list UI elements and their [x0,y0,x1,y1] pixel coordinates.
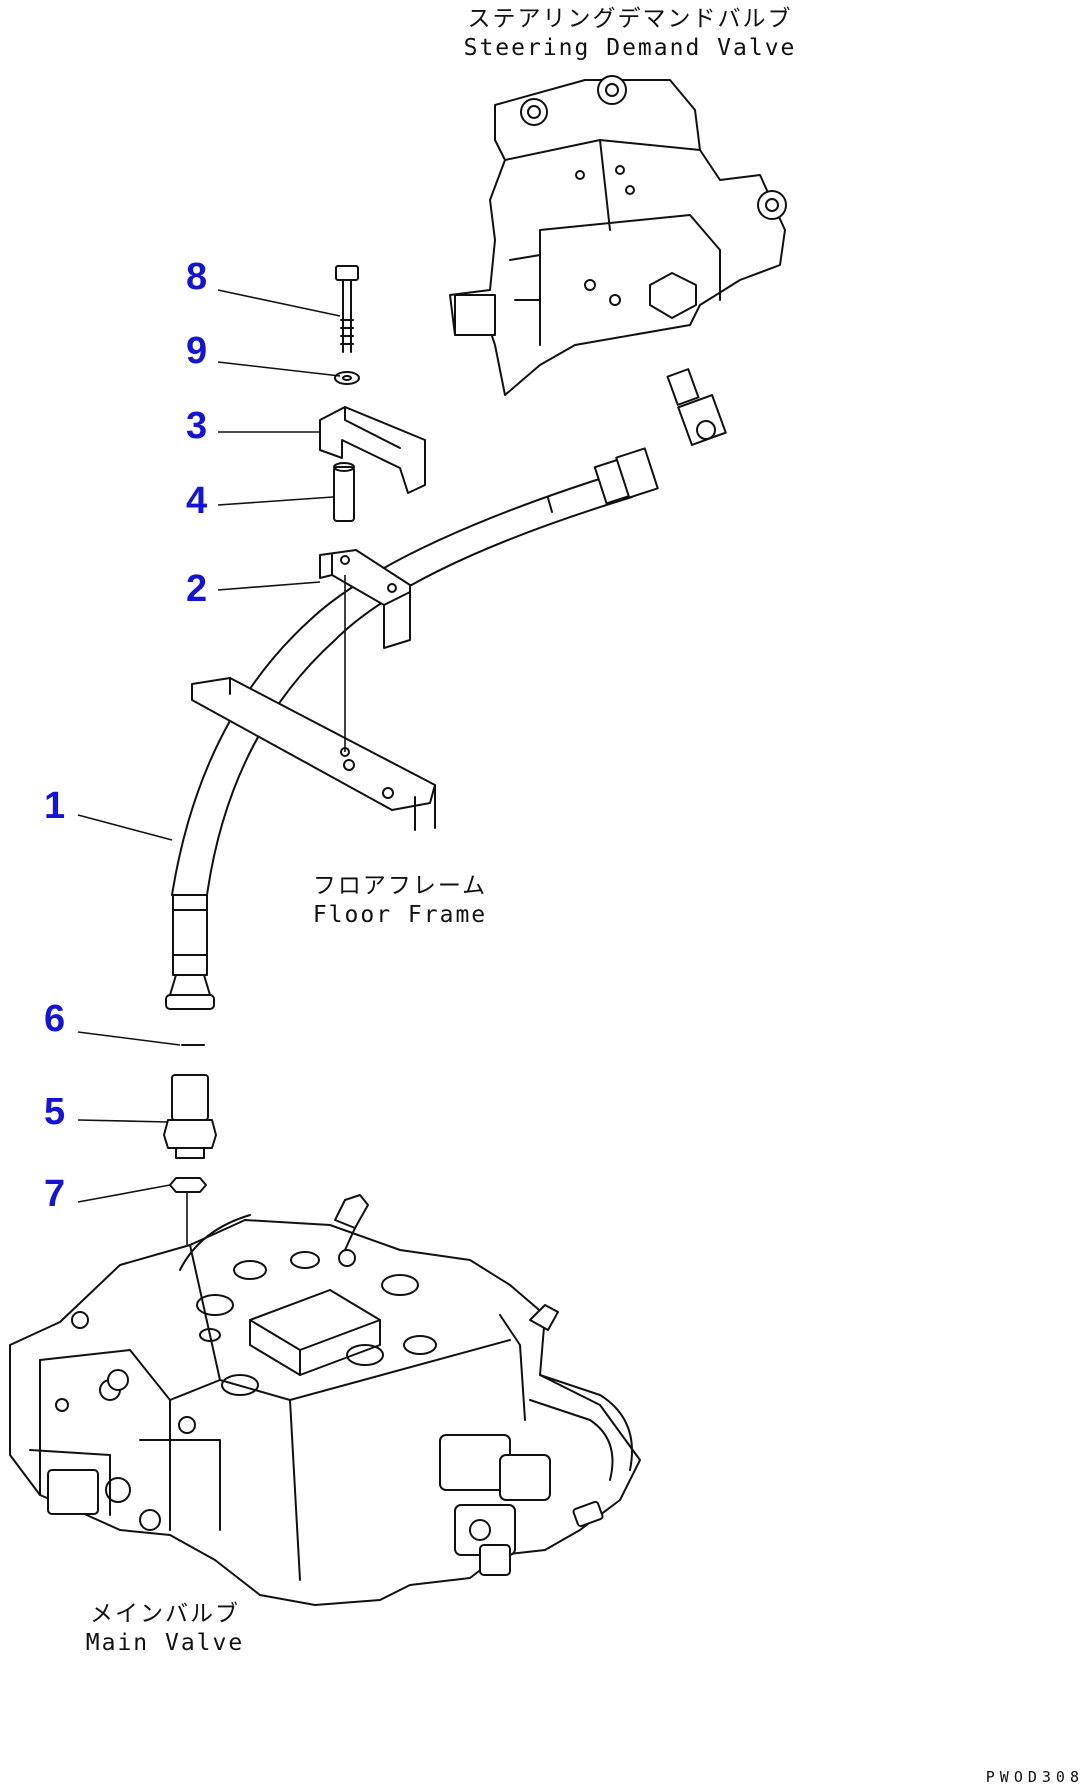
hose[interactable] [165,447,659,1010]
caption-main-valve-en: Main Valve [85,1629,245,1656]
callout-6[interactable]: 6 [44,998,66,1040]
drawing-code: PWOD308 [985,1768,1084,1786]
floor-frame [191,677,436,831]
bolt[interactable] [335,265,359,353]
caption-steering-demand-valve-en: Steering Demand Valve [463,34,797,61]
washer[interactable] [334,371,360,385]
clamp[interactable] [319,549,411,757]
callout-1[interactable]: 1 [44,785,66,827]
adapter[interactable] [163,1074,217,1159]
callout-4[interactable]: 4 [186,480,208,522]
leader-lines [77,289,341,1203]
caption-floor-frame-jp: フロアフレーム [312,873,488,899]
steering-demand-valve[interactable] [449,75,787,446]
callout-8[interactable]: 8 [186,256,208,298]
caption-steering-demand-valve-jp: ステアリングデマンドバルブ [467,6,793,32]
callout-3[interactable]: 3 [186,405,208,447]
caption-steering-demand-valve: ステアリングデマンドバルブ Steering Demand Valve [440,5,820,63]
caption-floor-frame-en: Floor Frame [312,901,488,928]
callout-7[interactable]: 7 [44,1173,66,1215]
caption-floor-frame: フロアフレーム Floor Frame [280,872,520,930]
bracket[interactable] [319,406,426,494]
caption-main-valve: メインバルブ Main Valve [60,1600,270,1658]
caption-main-valve-jp: メインバルブ [90,1601,240,1627]
callout-2[interactable]: 2 [186,568,208,610]
callout-9[interactable]: 9 [186,330,208,372]
spacer-pin[interactable] [333,462,355,522]
callout-5[interactable]: 5 [44,1091,66,1133]
main-valve[interactable] [9,1194,641,1606]
